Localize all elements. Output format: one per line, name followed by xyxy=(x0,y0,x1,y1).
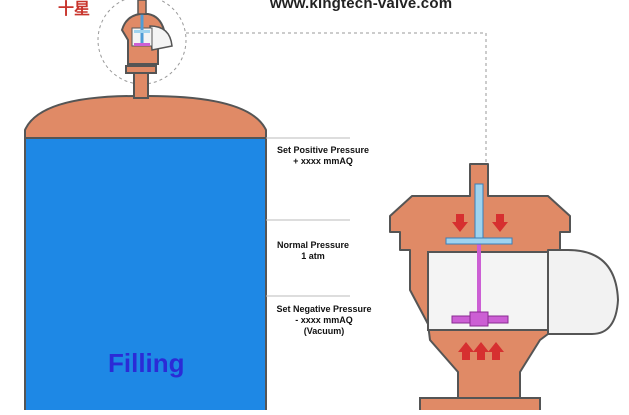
small-valve-hood xyxy=(149,25,173,51)
site-url: www.kingtech-valve.com xyxy=(270,0,453,12)
tank-roof xyxy=(24,95,267,139)
positive-pressure-value: + xxxx mmAQ xyxy=(293,156,353,166)
dashed-connectors xyxy=(97,0,487,165)
small-valve-bottom-disc xyxy=(134,43,150,46)
tank-nozzle-flange xyxy=(125,65,157,74)
pressure-arrows-bottom xyxy=(458,342,504,360)
negative-disc-hub xyxy=(469,311,489,327)
small-valve-top-disc xyxy=(134,30,150,33)
tank-nozzle xyxy=(133,71,149,99)
negative-pressure-value: - xxxx mmAQ xyxy=(295,315,353,325)
large-valve xyxy=(389,163,620,413)
label-normal-pressure: Normal Pressure 1 atm xyxy=(268,240,358,262)
valve-stem-upper xyxy=(474,183,484,243)
normal-pressure-value: 1 atm xyxy=(301,251,325,261)
detail-leader-line xyxy=(186,32,487,165)
positive-pressure-title: Set Positive Pressure xyxy=(276,145,370,155)
negative-pressure-title: Set Negative Pressure xyxy=(276,304,372,314)
label-positive-pressure: Set Positive Pressure + xxxx mmAQ xyxy=(268,145,378,167)
tank-body-liquid xyxy=(24,137,267,415)
pressure-dividers xyxy=(266,137,350,297)
storage-tank xyxy=(24,65,267,415)
valve-bottom-flange xyxy=(419,397,541,413)
small-valve xyxy=(120,0,173,65)
detail-circle xyxy=(97,0,187,85)
positive-disc xyxy=(445,237,513,245)
logo-mark: 十星 xyxy=(58,1,91,18)
normal-pressure-title: Normal Pressure xyxy=(276,240,350,250)
pressure-arrows-top xyxy=(452,214,508,232)
valve-cavity xyxy=(427,251,549,331)
outlet-hood xyxy=(547,249,620,335)
small-valve-cap xyxy=(137,0,147,15)
negative-pressure-note: (Vacuum) xyxy=(303,326,345,336)
label-negative-pressure: Set Negative Pressure - xxxx mmAQ (Vacuu… xyxy=(268,304,380,337)
tank-filling-label: Filling xyxy=(108,348,185,378)
